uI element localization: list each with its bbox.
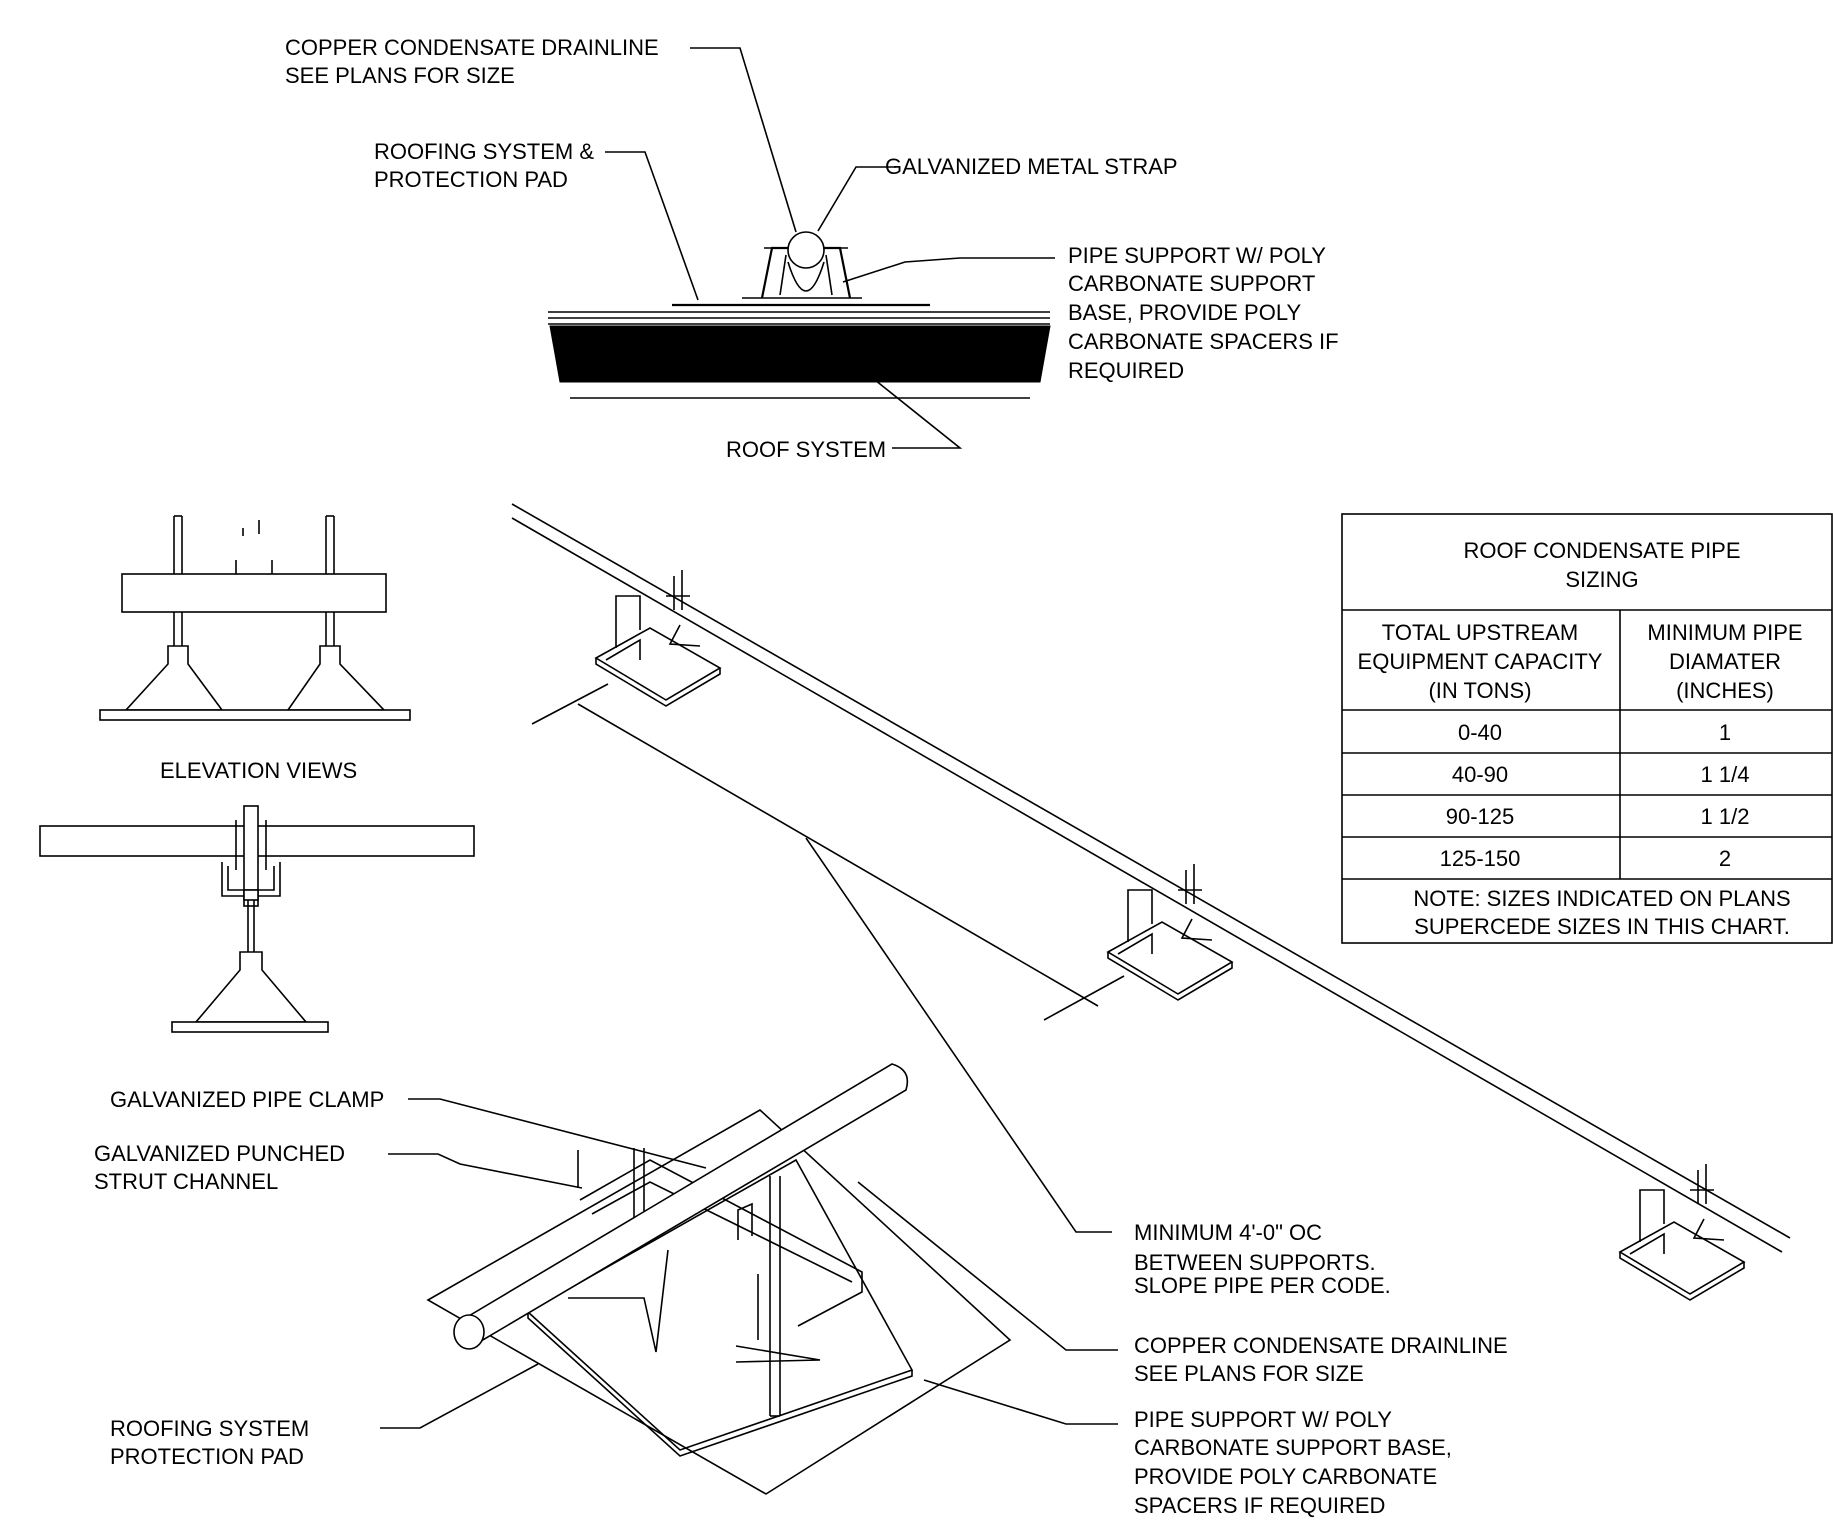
table-title-line-2: SIZING (1565, 567, 1638, 592)
pipe-support-2 (1106, 864, 1234, 1001)
roofing-label-line-1: ROOFING SYSTEM & (374, 139, 594, 164)
row-diameter: 1 (1719, 720, 1731, 745)
roofing-label-line-2: PROTECTION PAD (374, 167, 568, 192)
protection-pad (426, 1109, 1012, 1495)
col2-header-line-1: MINIMUM PIPE (1647, 620, 1802, 645)
col1-header-line-2: EQUIPMENT CAPACITY (1358, 649, 1603, 674)
isometric-support-detail: GALVANIZED PIPE CLAMP GALVANIZED PUNCHED… (94, 1063, 1508, 1518)
drainline-iso-label-line-1: COPPER CONDENSATE DRAINLINE (1134, 1333, 1508, 1358)
strut-label-line-2: STRUT CHANNEL (94, 1169, 278, 1194)
pipe-elevation (121, 573, 387, 613)
section-view: COPPER CONDENSATE DRAINLINE SEE PLANS FO… (285, 35, 1339, 462)
spacing-label-line-1: MINIMUM 4'-0" OC (1134, 1220, 1322, 1245)
pad-label-line-1: ROOFING SYSTEM (110, 1416, 309, 1441)
roof-system-label: ROOF SYSTEM (726, 437, 886, 462)
row-diameter: 2 (1719, 846, 1731, 871)
table-note-line-2: SUPERCEDE SIZES IN THIS CHART. (1414, 914, 1790, 939)
clamp-label: GALVANIZED PIPE CLAMP (110, 1087, 384, 1112)
col2-header-line-3: (INCHES) (1676, 678, 1774, 703)
drainline-iso-label-line-2: SEE PLANS FOR SIZE (1134, 1361, 1364, 1386)
row-diameter: 1 1/4 (1701, 762, 1750, 787)
row-capacity: 40-90 (1452, 762, 1508, 787)
support-label-line-5: REQUIRED (1068, 358, 1184, 383)
base-plate-side (171, 1021, 329, 1033)
support-iso-label-line-3: PROVIDE POLY CARBONATE (1134, 1464, 1437, 1489)
drainline-label-line-2: SEE PLANS FOR SIZE (285, 63, 515, 88)
roof-deck (549, 325, 1051, 383)
pipe-support-1 (594, 570, 722, 707)
support-label-line-4: CARBONATE SPACERS IF (1068, 329, 1339, 354)
row-capacity: 0-40 (1458, 720, 1502, 745)
support-label-line-2: CARBONATE SUPPORT (1068, 271, 1315, 296)
spacing-label-line-3: SLOPE PIPE PER CODE. (1134, 1273, 1391, 1298)
support-iso-label-line-4: SPACERS IF REQUIRED (1134, 1493, 1385, 1518)
col1-header-line-1: TOTAL UPSTREAM (1382, 620, 1578, 645)
support-iso-label-line-1: PIPE SUPPORT W/ POLY (1134, 1407, 1392, 1432)
support-label-line-3: BASE, PROVIDE POLY (1068, 300, 1301, 325)
elevation-views: ELEVATION VIEWS (39, 515, 475, 1033)
table-note-line-1: NOTE: SIZES INDICATED ON PLANS (1413, 886, 1790, 911)
strap-label: GALVANIZED METAL STRAP (885, 154, 1178, 179)
table-title-line-1: ROOF CONDENSATE PIPE (1463, 538, 1740, 563)
strut-label-line-1: GALVANIZED PUNCHED (94, 1141, 345, 1166)
row-capacity: 90-125 (1446, 804, 1515, 829)
col1-header-line-3: (IN TONS) (1428, 678, 1531, 703)
pipe-sizing-table: ROOF CONDENSATE PIPE SIZING TOTAL UPSTRE… (1341, 513, 1833, 944)
pad-label-line-2: PROTECTION PAD (110, 1444, 304, 1469)
isometric-pipe-run: MINIMUM 4'-0" OC BETWEEN SUPPORTS. SLOPE… (511, 503, 1791, 1301)
row-capacity: 125-150 (1440, 846, 1521, 871)
row-diameter: 1 1/2 (1701, 804, 1750, 829)
pipe-support-3 (1618, 1164, 1746, 1301)
base-plate-elevation (99, 709, 411, 721)
drainline-label-line-1: COPPER CONDENSATE DRAINLINE (285, 35, 659, 60)
pipe-section (787, 231, 825, 269)
support-label-line-1: PIPE SUPPORT W/ POLY (1068, 243, 1326, 268)
col2-header-line-2: DIAMATER (1669, 649, 1781, 674)
spacing-label-line-2: BETWEEN SUPPORTS. (1134, 1250, 1376, 1275)
support-iso-label-line-2: CARBONATE SUPPORT BASE, (1134, 1435, 1452, 1460)
pipe-iso (459, 1063, 909, 1345)
elevation-views-label: ELEVATION VIEWS (160, 758, 357, 783)
